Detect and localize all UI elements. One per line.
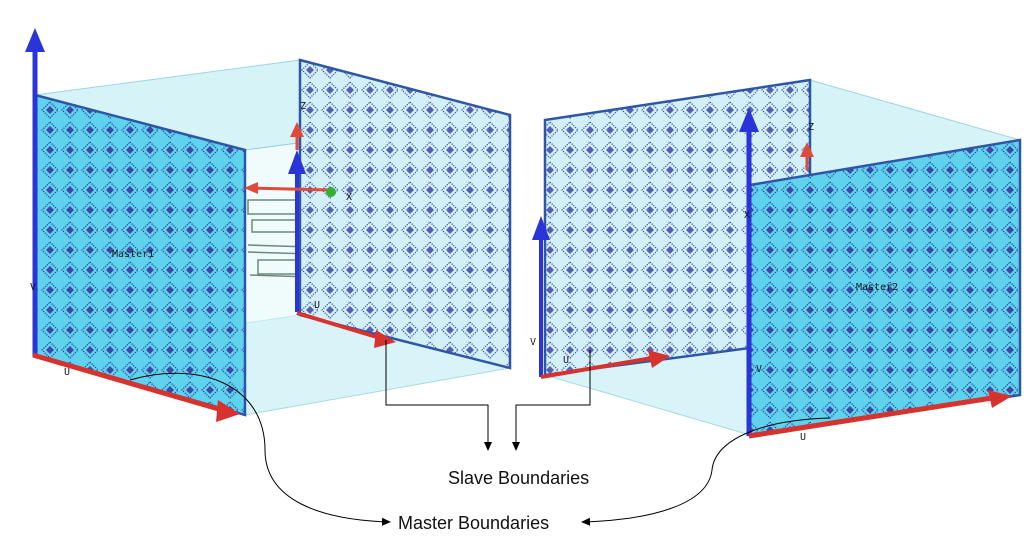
red-arrow-icon — [216, 400, 240, 422]
blue-arrow-icon — [25, 28, 45, 52]
right-v-label: V — [756, 364, 762, 375]
right-master-connector — [581, 417, 831, 526]
right-x-label: X — [744, 210, 750, 221]
left-slave-connector — [385, 340, 492, 451]
blue-arrow-icon — [739, 108, 759, 132]
blue-arrow-icon — [532, 216, 550, 240]
left-z-label: Z — [300, 101, 306, 112]
right-slave-connector — [512, 350, 591, 451]
left-cube: Master1 V U U Z X — [25, 28, 512, 422]
right-inner-v-label: V — [530, 337, 536, 348]
right-inner-u-label: U — [563, 355, 569, 366]
slave-connectors — [385, 340, 591, 451]
red-arrow-icon — [988, 390, 1012, 408]
slave-boundaries-caption: Slave Boundaries — [448, 468, 589, 488]
left-inner-u-axis — [296, 311, 381, 340]
master2-label: Master2 — [856, 282, 898, 293]
right-inner-u-axis — [540, 356, 653, 379]
red-arrow-icon — [800, 142, 814, 157]
right-cube: Master2 V U V U Z X — [530, 78, 1022, 443]
left-master-connector — [129, 372, 391, 526]
red-arrow-icon — [374, 330, 396, 348]
master-connectors — [129, 372, 831, 526]
red-arrow-icon — [244, 182, 258, 194]
left-slave-face — [298, 58, 512, 370]
left-v-label: V — [30, 282, 36, 293]
right-u-label: U — [800, 432, 806, 443]
left-x-axis — [249, 186, 331, 192]
right-u-axis — [748, 395, 993, 439]
blue-arrow-icon — [288, 150, 306, 174]
left-u-label: U — [64, 367, 70, 378]
red-arrow-icon — [290, 122, 304, 137]
master1-label: Master1 — [112, 249, 154, 260]
left-x-label: X — [346, 192, 352, 203]
origin-marker-icon — [326, 187, 336, 197]
red-arrow-icon — [648, 350, 670, 368]
master-boundaries-caption: Master Boundaries — [398, 513, 549, 533]
left-inner-u-label: U — [314, 300, 320, 311]
left-u-axis — [32, 352, 223, 413]
right-z-label: Z — [808, 122, 814, 133]
